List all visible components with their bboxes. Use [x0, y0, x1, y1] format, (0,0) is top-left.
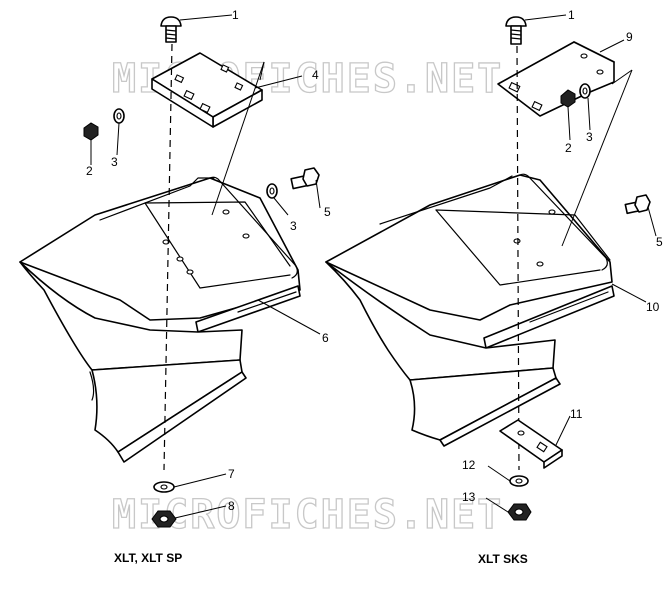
- left-screw: [160, 16, 182, 43]
- callout-left-8: 8: [228, 499, 235, 513]
- leader-lines: [90, 14, 657, 519]
- right-assembly: [325, 16, 651, 521]
- callout-right-5: 5: [656, 235, 663, 249]
- right-bracket: [497, 41, 615, 117]
- callout-right-11: 11: [570, 407, 583, 421]
- right-screw: [505, 16, 527, 45]
- callout-left-1: 1: [232, 8, 239, 22]
- callout-right-3: 3: [586, 130, 593, 144]
- caption-left: XLT, XLT SP: [114, 551, 182, 565]
- left-bolt-5: [290, 167, 320, 190]
- callout-right-2: 2: [565, 141, 572, 155]
- watermark-bottom: MICROFICHES.NET: [112, 492, 503, 538]
- right-bracket-11: [499, 419, 563, 469]
- callout-left-3a: 3: [111, 155, 118, 169]
- callout-left-5: 5: [324, 205, 331, 219]
- callout-right-13: 13: [462, 490, 476, 504]
- left-nut-2: [83, 122, 99, 141]
- callout-numbers: 1 4 2 3 3 5 6 7 8 1 9 2 3 5 10 11 12 13: [86, 8, 663, 513]
- callout-right-10: 10: [646, 300, 660, 314]
- callout-right-12: 12: [462, 458, 476, 472]
- right-bolt-5: [624, 194, 651, 215]
- caption-right: XLT SKS: [478, 552, 528, 566]
- callout-right-9: 9: [626, 30, 633, 44]
- left-tray: [19, 176, 301, 463]
- left-bracket: [151, 52, 263, 128]
- right-tray: [325, 173, 615, 447]
- right-nut-2: [560, 89, 576, 108]
- callout-left-3b: 3: [290, 219, 297, 233]
- callout-left-4: 4: [312, 68, 319, 82]
- callout-left-2: 2: [86, 164, 93, 178]
- callout-left-6: 6: [322, 331, 329, 345]
- callout-right-1: 1: [568, 8, 575, 22]
- callout-left-7: 7: [228, 467, 235, 481]
- left-assembly: [19, 16, 320, 528]
